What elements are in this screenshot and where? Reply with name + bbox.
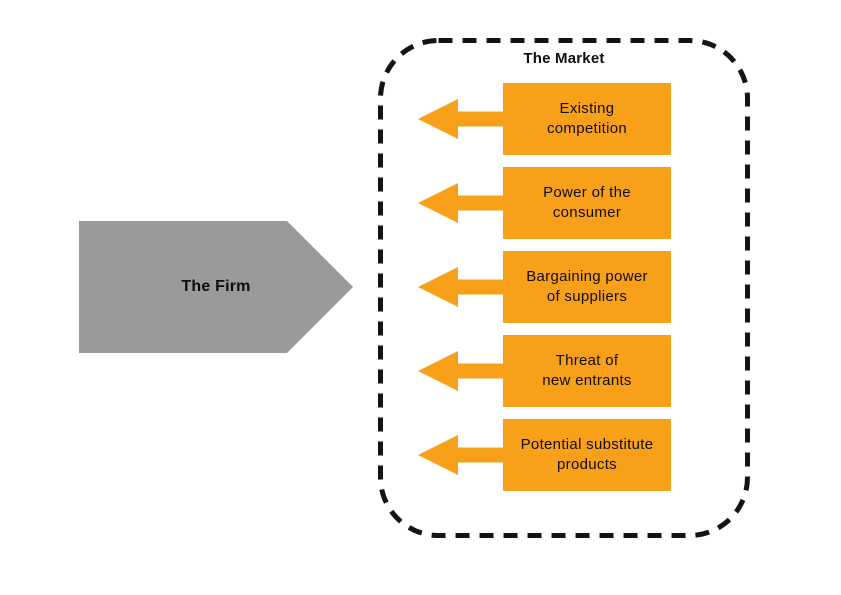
left-arrow-icon	[418, 435, 503, 475]
left-arrow-polygon	[418, 183, 503, 223]
force-box: Existing competition	[503, 83, 671, 155]
market-border-rect	[378, 38, 750, 538]
force-label: Potential substitute products	[520, 435, 654, 473]
force-box: Power of the consumer	[503, 167, 671, 239]
left-arrow-polygon	[418, 351, 503, 391]
left-arrow-icon	[418, 99, 503, 139]
left-arrow-polygon	[418, 435, 503, 475]
firm-arrow-polygon	[79, 221, 353, 353]
force-row: Existing competition	[418, 83, 671, 155]
force-label: Bargaining power of suppliers	[526, 267, 648, 305]
left-arrow-icon	[418, 351, 503, 391]
left-arrow-icon	[418, 267, 503, 307]
force-box: Threat of new entrants	[503, 335, 671, 407]
firm-label: The Firm	[181, 278, 251, 295]
right-arrow-shape-icon	[79, 221, 353, 353]
force-label: Power of the consumer	[543, 183, 631, 221]
left-arrow-icon	[418, 183, 503, 223]
forces-list: Existing competition Power of the consum…	[418, 83, 671, 491]
firm-arrow: The Firm	[79, 221, 353, 353]
dashed-border-icon	[378, 38, 750, 538]
market-title: The Market	[523, 50, 605, 67]
force-row: Potential substitute products	[418, 419, 671, 491]
market-container: The Market Existing competition	[378, 38, 750, 538]
force-row: Bargaining power of suppliers	[418, 251, 671, 323]
force-box: Potential substitute products	[503, 419, 671, 491]
force-label: Existing competition	[546, 99, 627, 137]
force-box: Bargaining power of suppliers	[503, 251, 671, 323]
force-row: Power of the consumer	[418, 167, 671, 239]
force-row: Threat of new entrants	[418, 335, 671, 407]
force-label: Threat of new entrants	[542, 351, 632, 389]
left-arrow-polygon	[418, 267, 503, 307]
left-arrow-polygon	[418, 99, 503, 139]
